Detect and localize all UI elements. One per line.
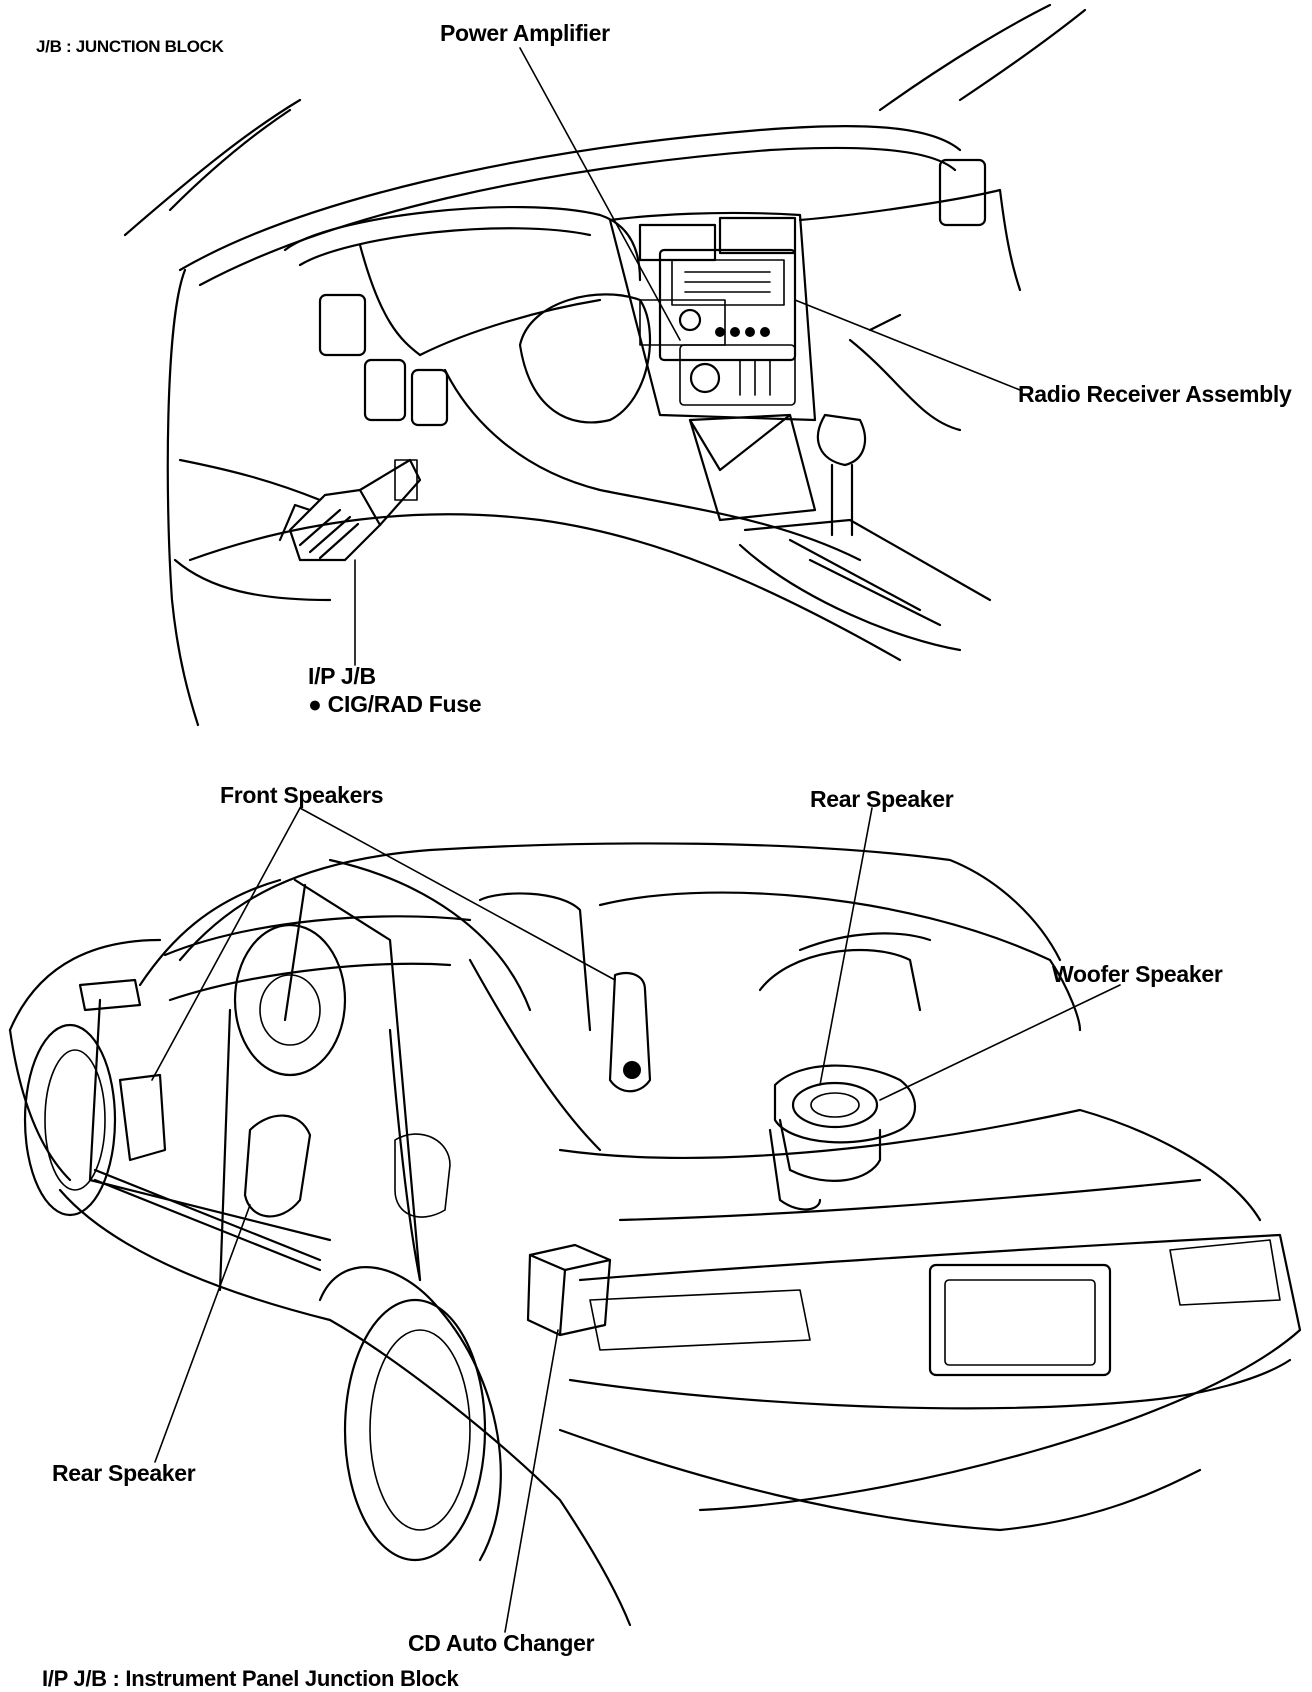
front-speakers-label: Front Speakers [220,782,384,808]
cd-auto-changer-label: CD Auto Changer [408,1630,595,1656]
woofer-speaker-label: Woofer Speaker [1052,961,1223,987]
ip-junction-block-legend: I/P J/B : Instrument Panel Junction Bloc… [42,1666,459,1691]
dashboard-illustration [123,3,1087,727]
rear-speaker-top-label: Rear Speaker [810,786,954,812]
ip-jb-label: I/P J/B [308,663,376,689]
top-leader-lines [354,47,1021,666]
junction-block-legend: J/B : JUNCTION BLOCK [36,37,224,56]
radio-receiver-assembly-label: Radio Receiver Assembly [1018,381,1292,407]
rear-speaker-left-label: Rear Speaker [52,1460,196,1486]
bottom-leader-lines [151,807,1121,1633]
cig-rad-fuse-label: ● CIG/RAD Fuse [308,691,482,717]
power-amplifier-label: Power Amplifier [440,20,610,46]
